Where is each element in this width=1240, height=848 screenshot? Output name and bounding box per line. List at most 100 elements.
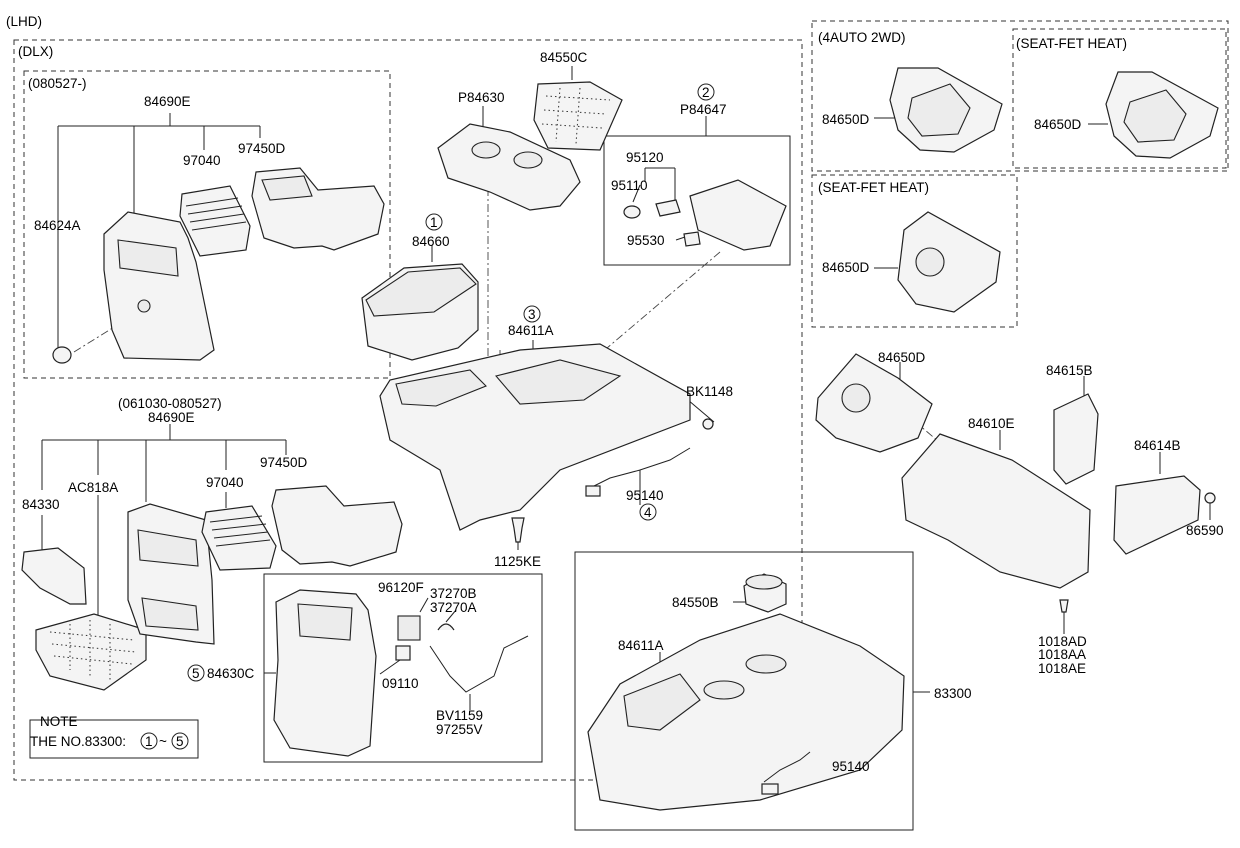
- part-label: 84610E: [968, 416, 1015, 431]
- leader-84690e-upper: [57, 113, 261, 350]
- part-label: 84611A: [508, 323, 554, 338]
- part-84650d-seatfet1-opening: [1123, 89, 1187, 143]
- part-84550b-lighter-top: [745, 574, 783, 590]
- part-84610e-bracket: [901, 433, 1091, 589]
- part-ac818a-grid: [49, 620, 137, 680]
- part-97450d-duct-lower: [271, 485, 403, 567]
- part-p84630-cupholder-2: [513, 151, 543, 169]
- part-1018-screw: [1059, 599, 1069, 613]
- dlx-group-frame: [13, 39, 803, 781]
- note-heading: NOTE: [40, 714, 78, 729]
- callout-circle-3: [523, 305, 541, 323]
- seatfet-heat-frame-2: [811, 174, 1018, 328]
- part-label: 1018AD: [1038, 634, 1087, 649]
- part-95140-connector-lower: [761, 783, 779, 795]
- auto2wd-frame: [811, 20, 1229, 172]
- part-bezel-lower-opening: [137, 529, 199, 567]
- part-label: 97040: [206, 475, 244, 490]
- part-bezel-lower-opening-2: [141, 597, 199, 631]
- callout-number: 4: [644, 505, 652, 520]
- part-label: 95140: [832, 759, 870, 774]
- callout-circle-5: [187, 664, 205, 682]
- part-label: 96120F: [378, 580, 424, 595]
- part-84650d-seatfet2: [897, 211, 1001, 313]
- seatfet-heat-frame-1: [1012, 28, 1227, 169]
- part-83300-cup-1: [703, 680, 745, 700]
- labels: (LHD) (DLX) (080527-) (061030-080527) (4…: [6, 14, 1224, 774]
- part-1125ke-screw: [511, 517, 525, 543]
- diagram-title: (LHD): [6, 14, 42, 29]
- part-label: 84650D: [1034, 117, 1082, 132]
- part-label: 84650D: [878, 350, 926, 365]
- part-86590-clip: [1204, 492, 1216, 504]
- note-range-from: 1: [145, 734, 153, 749]
- part-ac818a-pocket: [35, 613, 147, 691]
- part-label: 97450D: [260, 455, 308, 470]
- part-label: 95120: [626, 150, 664, 165]
- part-label: BV1159: [436, 708, 483, 723]
- part-84624a-hole: [137, 299, 151, 313]
- group-83300-frame: [574, 551, 914, 831]
- part-95140-wire-lower: [763, 751, 811, 783]
- part-label: 95110: [611, 178, 648, 193]
- part-97450d-duct-mouth: [261, 175, 313, 201]
- group-label-dlx: (DLX): [18, 44, 53, 59]
- part-label: 84615B: [1046, 363, 1093, 378]
- part-95140-connector-upper: [585, 485, 601, 497]
- part-84630c-opening: [297, 603, 353, 641]
- callout-circle-1: [425, 213, 443, 231]
- part-84624a-vent-opening: [117, 239, 179, 277]
- part-label: 97255V: [436, 722, 483, 737]
- part-84550c-grid: [541, 87, 611, 145]
- part-p84630-cupholder-1: [471, 141, 501, 159]
- part-label: 84650D: [822, 260, 870, 275]
- part-bv1159-wire: [429, 635, 529, 693]
- group-label-061030: (061030-080527): [118, 396, 222, 411]
- part-label: P84647: [680, 102, 727, 117]
- part-97040-vent-slats: [185, 197, 247, 231]
- part-label: 84690E: [144, 94, 191, 109]
- callout-number: 5: [192, 666, 200, 681]
- part-84615b-panel: [1053, 393, 1099, 485]
- note-text: THE NO.83300:: [30, 734, 126, 749]
- part-label: 84630C: [207, 666, 255, 681]
- part-84614b-panel: [1113, 475, 1201, 555]
- part-label: 97040: [183, 153, 221, 168]
- part-96120f-jack: [397, 615, 421, 641]
- part-83300-bin: [623, 673, 701, 731]
- part-83300-cup-2: [745, 654, 787, 674]
- part-95530-cover: [683, 231, 701, 247]
- group-label-seatfet-1: (SEAT-FET HEAT): [1016, 36, 1127, 51]
- callout-number: 1: [430, 215, 438, 230]
- part-label: 86590: [1186, 523, 1224, 538]
- part-84611a-rear-opening: [395, 369, 487, 407]
- part-label: 84650D: [822, 112, 870, 127]
- part-label: 95140: [626, 488, 664, 503]
- part-label: 84611A: [618, 638, 664, 653]
- part-label: 83300: [934, 686, 972, 701]
- note-circle-5: [171, 732, 189, 750]
- part-95140-wire-upper: [589, 447, 691, 489]
- part-p84647-tray: [689, 179, 787, 251]
- part-97040-vent-lower-slats: [209, 515, 271, 547]
- callout-number: 2: [702, 85, 710, 100]
- note-frame: [29, 719, 199, 759]
- group-080527-frame: [23, 70, 391, 379]
- part-84330-tray: [21, 547, 87, 605]
- part-label: 37270A: [430, 600, 477, 615]
- part-label: 95530: [627, 233, 665, 248]
- group-label-seatfet-2: (SEAT-FET HEAT): [818, 180, 929, 195]
- part-p84630-cover: [437, 123, 581, 211]
- part-label: 1018AA: [1038, 647, 1086, 662]
- part-label: 84660: [412, 234, 450, 249]
- note-range-to: 5: [176, 734, 184, 749]
- part-label: BK1148: [686, 384, 733, 399]
- part-label: 1018AE: [1038, 661, 1086, 676]
- group-p84647-frame: [603, 135, 791, 266]
- part-83300-console: [587, 613, 905, 811]
- part-label: 37270B: [430, 586, 477, 601]
- part-97040-vent-upper: [179, 185, 251, 257]
- part-97040-vent-lower: [201, 505, 277, 571]
